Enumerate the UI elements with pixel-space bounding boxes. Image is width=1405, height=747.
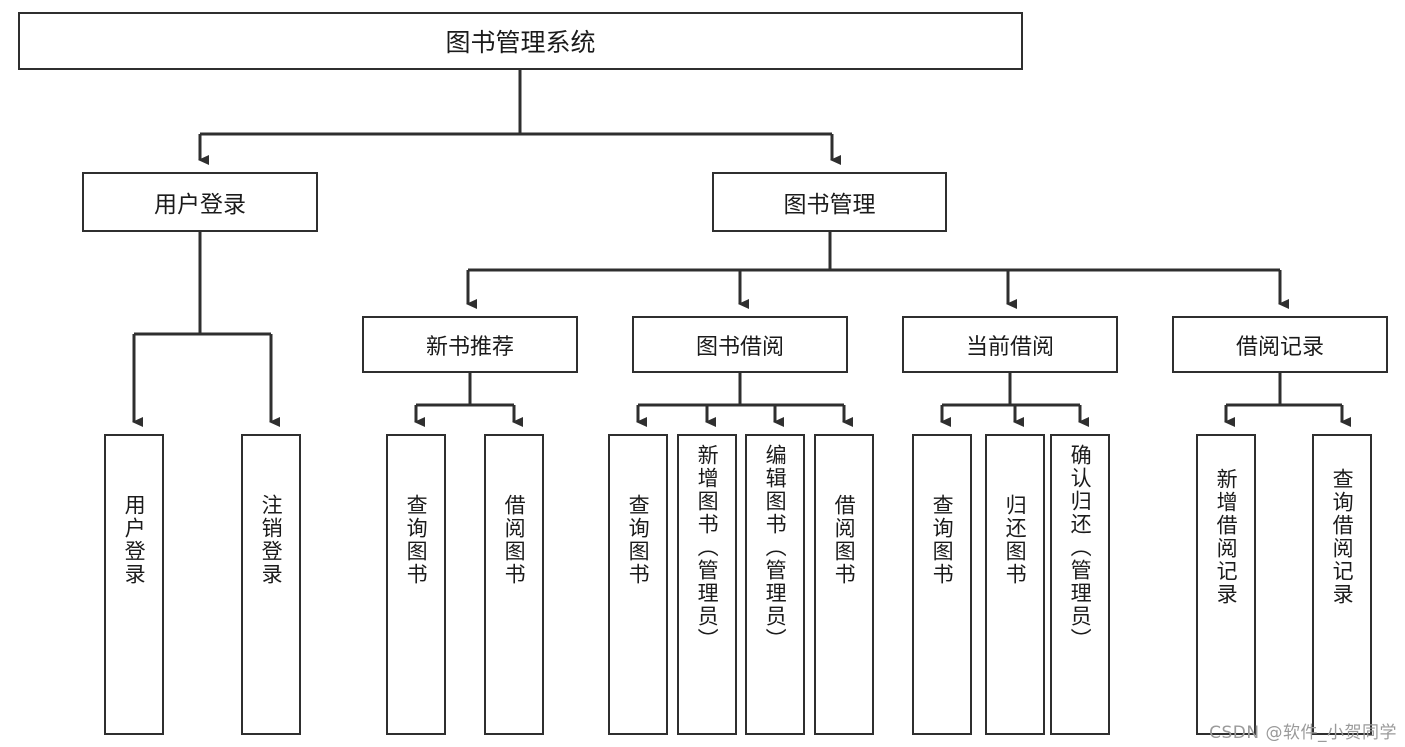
leaf-rec-search[interactable]: 查询借阅记录 <box>1312 434 1372 735</box>
leaf-rec-add-label: 新增借阅记录 <box>1214 468 1239 606</box>
leaf-cur-query[interactable]: 查询图书 <box>912 434 972 735</box>
node-book-manage-label: 图书管理 <box>783 192 876 218</box>
node-root-label: 图书管理系统 <box>445 28 596 57</box>
leaf-borrow-edit-label: 编辑图书（管理员） <box>763 444 788 651</box>
leaf-user-logout[interactable]: 注销登录 <box>241 434 301 735</box>
leaf-borrow-query[interactable]: 查询图书 <box>608 434 668 735</box>
leaf-rec-search-label: 查询借阅记录 <box>1330 468 1355 606</box>
node-root[interactable]: 图书管理系统 <box>18 12 1023 70</box>
leaf-borrow-add-label: 新增图书（管理员） <box>695 444 720 651</box>
node-new-book-rec-label: 新书推荐 <box>425 334 514 360</box>
leaf-rec-query-label: 查询图书 <box>404 494 429 586</box>
node-user-login[interactable]: 用户登录 <box>82 172 318 232</box>
leaf-rec-query[interactable]: 查询图书 <box>386 434 446 735</box>
node-user-login-label: 用户登录 <box>154 192 246 218</box>
leaf-cur-return-label: 归还图书 <box>1003 494 1028 586</box>
node-book-borrow[interactable]: 图书借阅 <box>632 316 848 373</box>
leaf-user-login-label: 用户登录 <box>122 494 147 586</box>
node-current-borrow[interactable]: 当前借阅 <box>902 316 1118 373</box>
leaf-cur-confirm-label: 确认归还（管理员） <box>1068 444 1093 651</box>
leaf-rec-add[interactable]: 新增借阅记录 <box>1196 434 1256 735</box>
node-book-manage[interactable]: 图书管理 <box>712 172 947 232</box>
node-book-borrow-label: 图书借阅 <box>695 334 784 360</box>
leaf-borrow-do-label: 借阅图书 <box>832 494 857 586</box>
leaf-borrow-add[interactable]: 新增图书（管理员） <box>677 434 737 735</box>
leaf-user-login[interactable]: 用户登录 <box>104 434 164 735</box>
csdn-watermark: CSDN @软件_小贺同学 <box>1209 723 1397 743</box>
leaf-borrow-query-label: 查询图书 <box>626 494 651 586</box>
node-new-book-rec[interactable]: 新书推荐 <box>362 316 578 373</box>
leaf-borrow-edit[interactable]: 编辑图书（管理员） <box>745 434 805 735</box>
node-current-borrow-label: 当前借阅 <box>965 334 1054 360</box>
leaf-cur-query-label: 查询图书 <box>930 494 955 586</box>
leaf-cur-return[interactable]: 归还图书 <box>985 434 1045 735</box>
node-borrow-record[interactable]: 借阅记录 <box>1172 316 1388 373</box>
leaf-user-logout-label: 注销登录 <box>259 494 284 586</box>
node-borrow-record-label: 借阅记录 <box>1235 334 1324 360</box>
leaf-rec-borrow-label: 借阅图书 <box>502 494 527 586</box>
leaf-borrow-do[interactable]: 借阅图书 <box>814 434 874 735</box>
leaf-cur-confirm[interactable]: 确认归还（管理员） <box>1050 434 1110 735</box>
leaf-rec-borrow[interactable]: 借阅图书 <box>484 434 544 735</box>
